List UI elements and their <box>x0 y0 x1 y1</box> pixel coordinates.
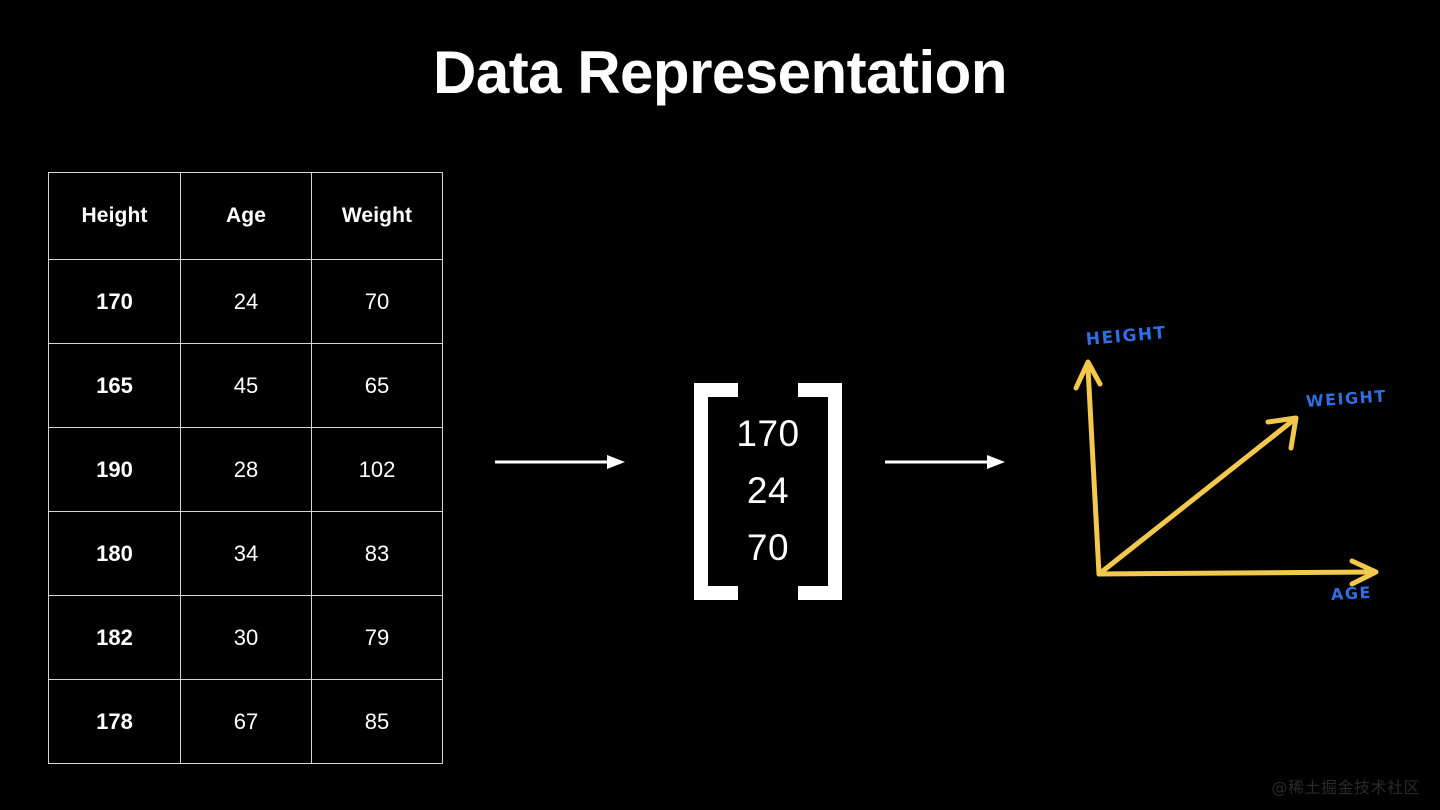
cell-age: 30 <box>180 595 312 680</box>
vector-value-weight: 70 <box>746 526 790 568</box>
cell-height: 178 <box>48 679 181 764</box>
table-row: 178 67 85 <box>48 679 443 764</box>
cell-weight: 65 <box>311 343 443 428</box>
cell-weight: 70 <box>311 259 443 344</box>
cell-weight: 79 <box>311 595 443 680</box>
vector-value-height: 170 <box>736 413 800 455</box>
cell-height: 190 <box>48 427 181 512</box>
cell-weight: 102 <box>311 427 443 512</box>
table-header-row: Height Age Weight <box>48 172 443 260</box>
vector-value-age: 24 <box>746 470 790 512</box>
cell-weight: 83 <box>311 511 443 596</box>
table-row: 170 24 70 <box>48 259 443 344</box>
cell-height: 180 <box>48 511 181 596</box>
table-row: 180 34 83 <box>48 511 443 596</box>
arrow-right-icon <box>885 452 1005 477</box>
cell-age: 24 <box>180 259 312 344</box>
feature-space-sketch <box>1060 318 1420 618</box>
feature-vector: 170 24 70 <box>694 383 842 600</box>
cell-age: 28 <box>180 427 312 512</box>
column-header-age: Age <box>180 172 312 260</box>
column-header-weight: Weight <box>311 172 443 260</box>
page-title: Data Representation <box>433 39 1007 106</box>
table-row: 182 30 79 <box>48 595 443 680</box>
column-header-height: Height <box>48 172 181 260</box>
axis-label-age: AGE <box>1330 582 1373 604</box>
vector-values: 170 24 70 <box>694 383 842 600</box>
cell-age: 67 <box>180 679 312 764</box>
watermark: @稀土掘金技术社区 <box>1271 778 1420 797</box>
cell-age: 45 <box>180 343 312 428</box>
data-table-container: Height Age Weight 170 24 70 165 45 65 19… <box>48 172 443 764</box>
cell-weight: 85 <box>311 679 443 764</box>
table-row: 190 28 102 <box>48 427 443 512</box>
cell-height: 170 <box>48 259 181 344</box>
bracket-left-icon <box>694 383 738 600</box>
arrow-right-icon <box>495 452 625 477</box>
bracket-right-icon <box>798 383 842 600</box>
feature-table: Height Age Weight 170 24 70 165 45 65 19… <box>48 172 443 764</box>
cell-height: 182 <box>48 595 181 680</box>
cell-height: 165 <box>48 343 181 428</box>
table-row: 165 45 65 <box>48 343 443 428</box>
cell-age: 34 <box>180 511 312 596</box>
